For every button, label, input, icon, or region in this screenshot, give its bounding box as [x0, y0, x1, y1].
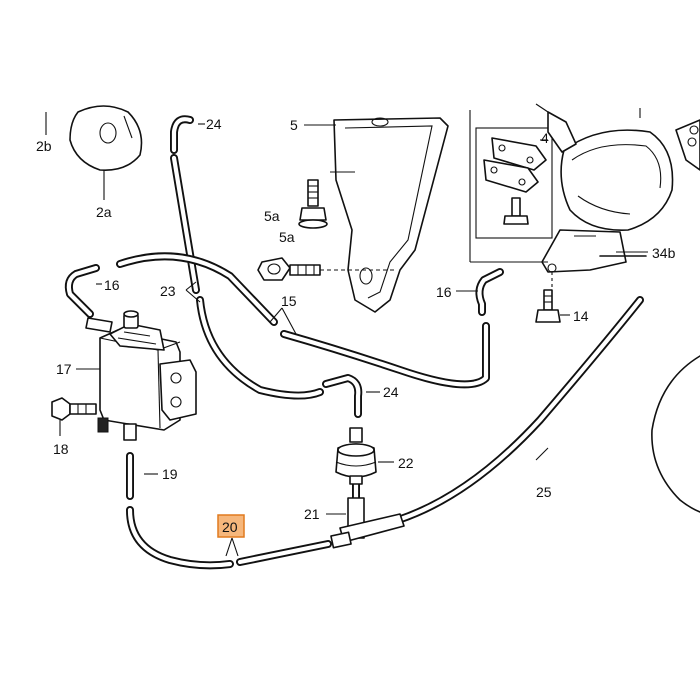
- hose-lines: [64, 115, 644, 570]
- part-34b-actuator: [469, 103, 700, 273]
- label-16-right: 16: [436, 284, 452, 300]
- label-21: 21: [304, 506, 320, 522]
- label-23: 23: [160, 283, 176, 299]
- part-5a-bolt-lower: [257, 257, 396, 281]
- label-22: 22: [398, 455, 414, 471]
- wheel-arc: [651, 355, 700, 513]
- label-16-left: 16: [104, 277, 120, 293]
- label-2b: 2b: [36, 138, 52, 154]
- part-2a-disc: [45, 105, 143, 200]
- part-5a-bolt-upper: [298, 179, 328, 229]
- label-15: 15: [281, 293, 297, 309]
- label-25: 25: [536, 484, 552, 500]
- part-4-gasket-inset: [475, 127, 553, 239]
- label-18: 18: [53, 441, 69, 457]
- label-14: 14: [573, 308, 589, 324]
- label-24-top: 24: [206, 116, 222, 132]
- leader-lines: [96, 123, 648, 557]
- part-21-t-connector: [326, 497, 405, 549]
- part-17-valve-box: [76, 310, 197, 441]
- part-18-bolt: [51, 397, 97, 436]
- label-20-highlighted: 20: [222, 519, 238, 535]
- label-5a-upper: 5a: [264, 208, 280, 224]
- part-5-bracket: [304, 117, 449, 313]
- label-2a: 2a: [96, 204, 112, 220]
- part-22-filter: [335, 427, 394, 485]
- label-17: 17: [56, 361, 72, 377]
- highlight-box-20: [217, 514, 245, 538]
- label-34b: 34b: [652, 245, 676, 261]
- label-4: 4: [541, 130, 549, 146]
- label-19: 19: [162, 466, 178, 482]
- label-24-mid: 24: [383, 384, 399, 400]
- label-5: 5: [290, 117, 298, 133]
- callout-labels: 2b 2a 24 5 5a 5a 4 16 23 15 16 34b 14 17…: [36, 116, 676, 538]
- part-14-bolt: [535, 272, 561, 323]
- label-5a-lower: 5a: [279, 229, 295, 245]
